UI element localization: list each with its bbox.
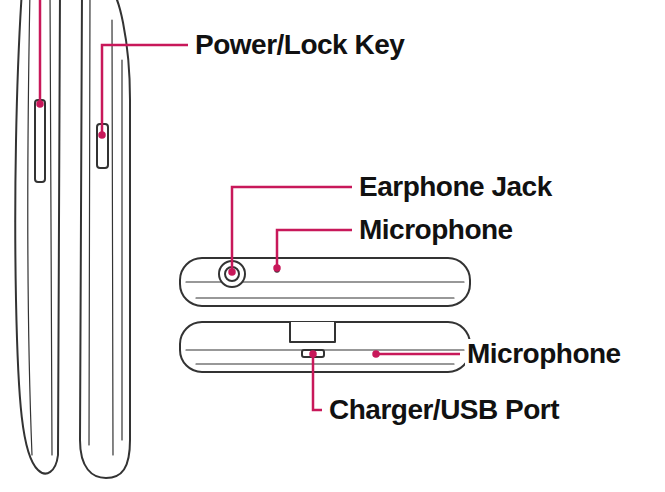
phone-top-seam: [196, 297, 454, 298]
phone-side-left-edge: [28, 0, 32, 455]
leader-line: [313, 354, 322, 410]
phone-side-right-edge: [112, 20, 113, 455]
leader-dot: [275, 266, 280, 271]
phone-side-right-edge: [121, 60, 122, 440]
part-label: Microphone: [357, 215, 515, 245]
usb-port: [302, 350, 324, 357]
phone-side-left: [15, 0, 60, 474]
part-label: Earphone Jack: [357, 172, 554, 202]
leader-line: [376, 353, 460, 356]
phone-top-view: [180, 258, 470, 306]
leader-line: [102, 45, 188, 135]
part-label: Microphone: [465, 339, 623, 369]
phone-bottom-view: [180, 322, 470, 372]
leader-dot: [374, 352, 379, 357]
phone-bottom-seam: [196, 363, 454, 364]
port-recess: [290, 322, 335, 342]
leader-dot: [311, 352, 316, 357]
leader-dot: [230, 270, 235, 275]
leader-dot: [100, 133, 105, 138]
phone-bottom-seam: [186, 349, 464, 350]
leader-line: [39, 0, 42, 104]
volume-key: [35, 100, 45, 182]
phone-side-left-edge: [50, 0, 52, 455]
part-label: Power/Lock Key: [193, 30, 406, 60]
leader-dot: [38, 102, 43, 107]
earphone-jack-hole: [225, 267, 239, 281]
phone-side-right-edge: [89, 0, 90, 445]
phone-side-right: [80, 0, 130, 478]
leader-line: [232, 187, 352, 272]
microphone-hole: [374, 352, 378, 356]
part-label: Charger/USB Port: [327, 395, 561, 425]
leader-line: [277, 230, 352, 268]
